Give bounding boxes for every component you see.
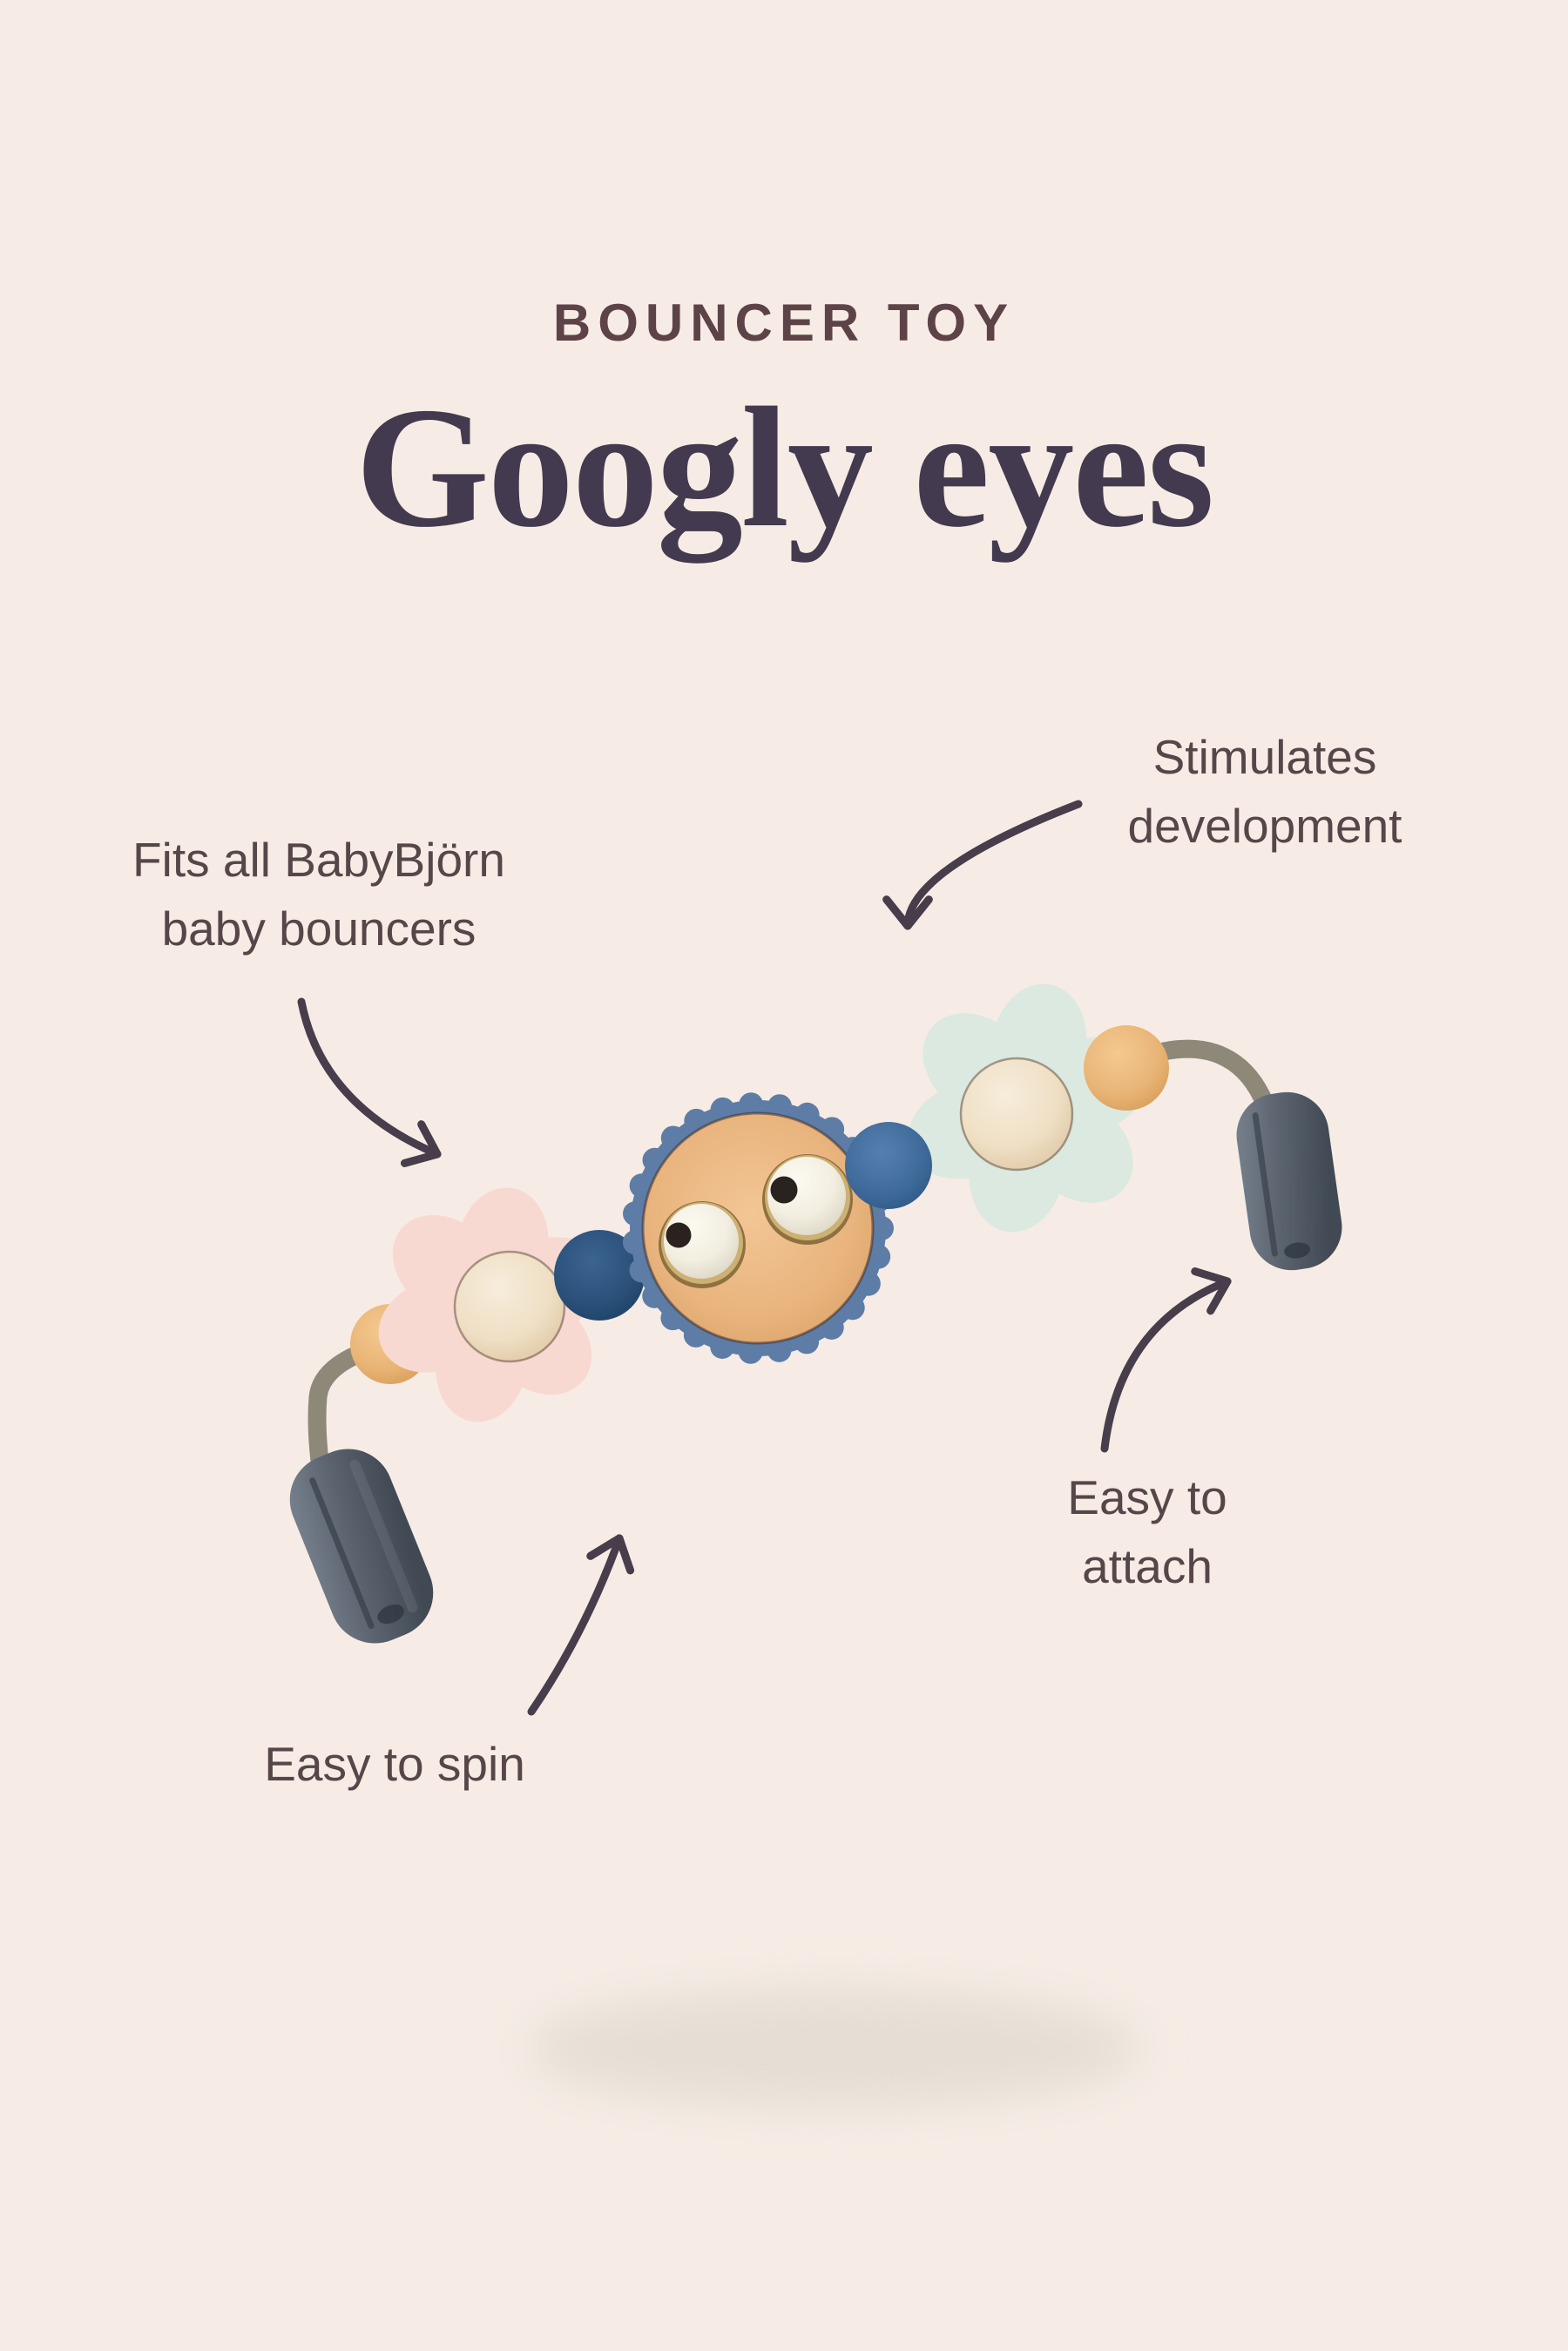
arrow-stimulates (882, 800, 1083, 930)
left-navy-bead (554, 1230, 645, 1321)
ground-shadow (528, 1991, 1141, 2106)
pink-flower-dome (453, 1250, 566, 1363)
label-stimulates-development: Stimulates development (1127, 730, 1402, 853)
arrow-fits-all (297, 997, 442, 1167)
label-easy-to-attach: Easy to attach (1067, 1470, 1227, 1593)
annotation-arrows (297, 800, 1232, 1716)
left-clip (289, 1449, 434, 1644)
left-pupil (666, 1222, 692, 1248)
right-pupil (770, 1176, 798, 1204)
googly-face (622, 1092, 894, 1364)
right-steel-bead (845, 1122, 932, 1209)
scallop-ring (622, 1092, 894, 1364)
right-eye (762, 1154, 853, 1245)
arrow-easy-attach (1100, 1267, 1232, 1453)
arrow-easy-spin (527, 1534, 635, 1716)
right-clip (1236, 1091, 1342, 1271)
product-title: Googly eyes (355, 372, 1214, 563)
label-easy-to-spin: Easy to spin (264, 1737, 525, 1791)
left-eye (659, 1201, 746, 1288)
right-orange-bead (1084, 1025, 1169, 1111)
bouncer-toy (289, 983, 1342, 1644)
category-label: BOUNCER TOY (552, 294, 1016, 352)
mint-flower-dome (959, 1057, 1074, 1172)
label-fits-all-bouncers: Fits all BabyBjörn baby bouncers (132, 833, 505, 956)
